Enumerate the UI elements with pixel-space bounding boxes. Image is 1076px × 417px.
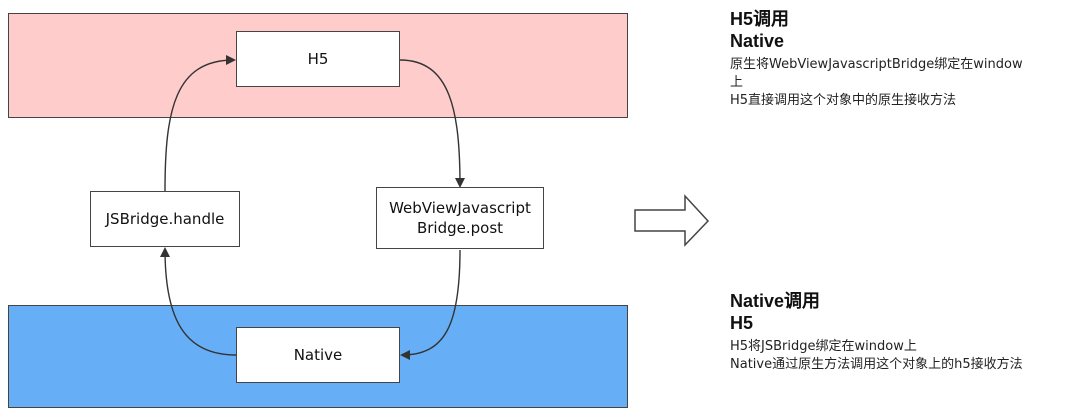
- right-outline-arrow-icon: [634, 194, 710, 247]
- section-title: Native调用 H5: [730, 291, 821, 333]
- section-title: H5调用 Native: [730, 9, 790, 51]
- section-h5-calls-native: H5调用 Native 原生将WebViewJavascriptBridge绑定…: [730, 8, 1070, 110]
- node-native: Native: [236, 327, 400, 383]
- node-h5: H5: [236, 31, 400, 87]
- section-native-calls-h5: Native调用 H5 H5将JSBridge绑定在window上 Native…: [730, 290, 1070, 374]
- node-webview-bridge-post: WebViewJavascript Bridge.post: [376, 187, 544, 249]
- node-jsbridge-handle: JSBridge.handle: [90, 191, 240, 247]
- section-description: H5将JSBridge绑定在window上 Native通过原生方法调用这个对象…: [730, 339, 1023, 372]
- section-description: 原生将WebViewJavascriptBridge绑定在window 上 H5…: [730, 57, 1023, 108]
